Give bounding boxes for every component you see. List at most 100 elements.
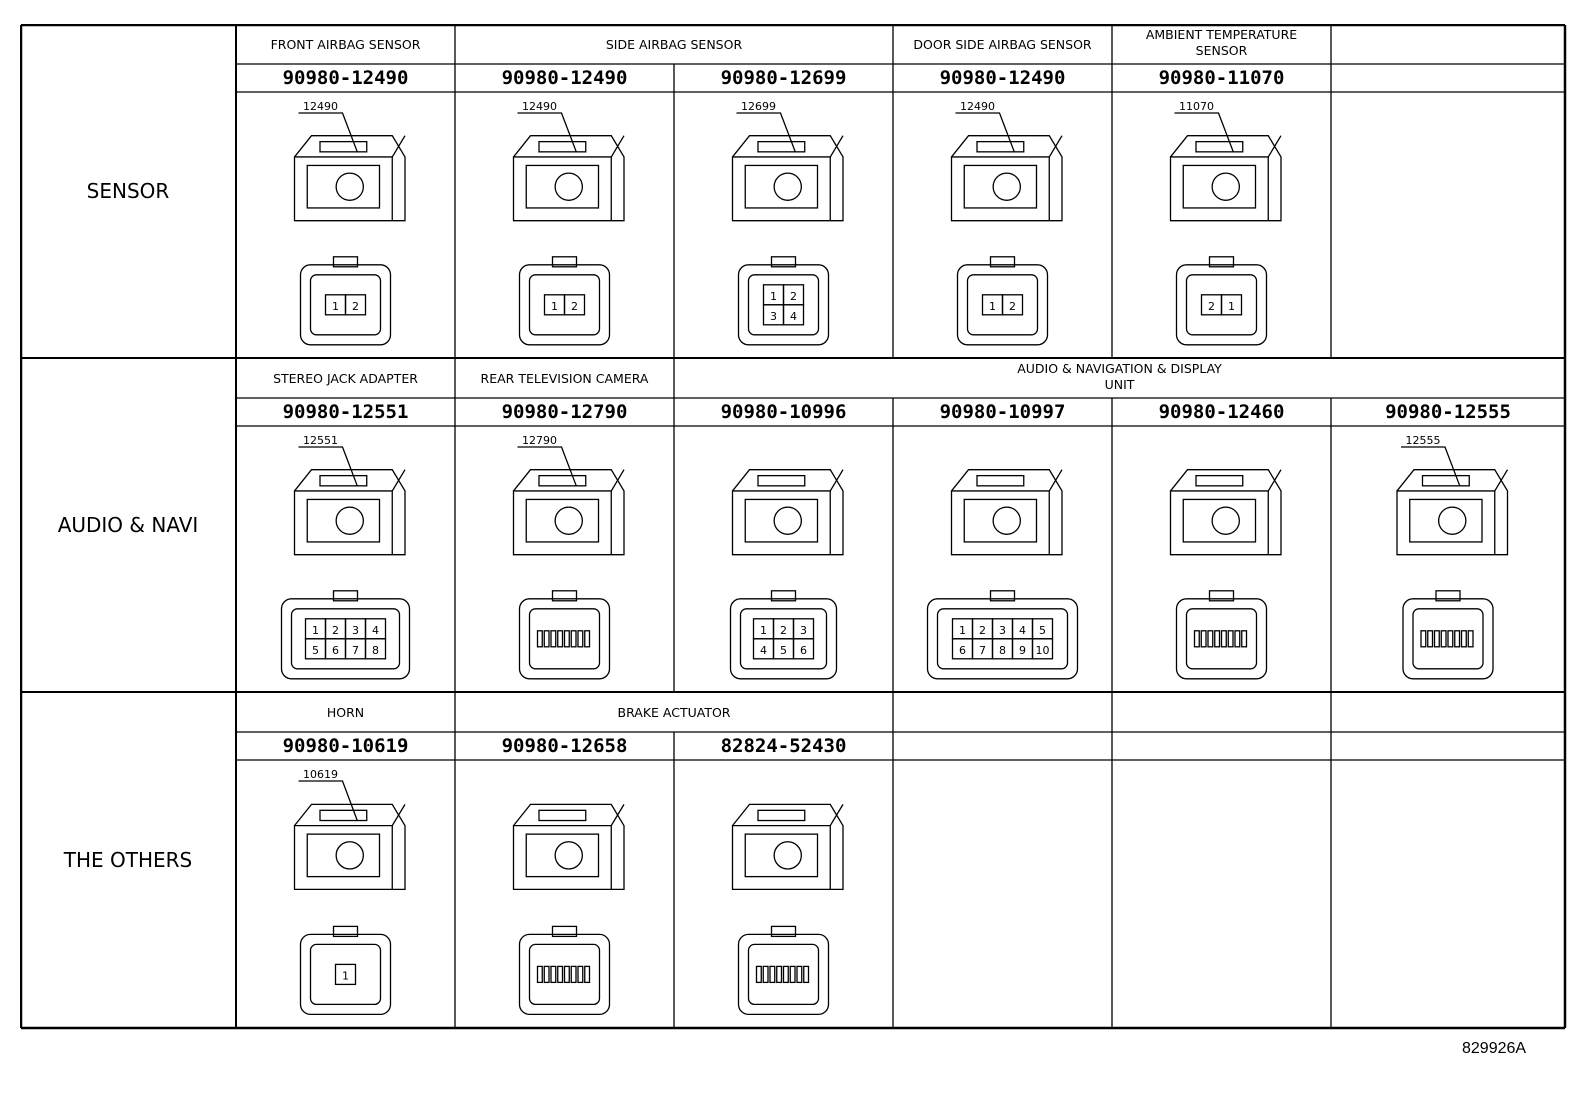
pin-cavity bbox=[550, 630, 557, 648]
pin-number: 3 bbox=[352, 624, 359, 637]
section-header: FRONT AIRBAG SENSOR bbox=[271, 37, 421, 52]
connector-outline bbox=[512, 469, 625, 556]
pin-cavity bbox=[577, 965, 584, 984]
connector-front-outline bbox=[956, 264, 1049, 346]
leader-line bbox=[1174, 112, 1235, 153]
pin-number: 1 bbox=[1228, 300, 1235, 313]
connector-front-inner bbox=[747, 274, 820, 336]
pin-cavity bbox=[1193, 630, 1200, 648]
part-number: 90980-10619 bbox=[283, 735, 409, 757]
pin-number: 2 bbox=[1009, 300, 1016, 313]
pin-cavity bbox=[1440, 630, 1447, 648]
connector-face bbox=[306, 164, 381, 209]
pin-cavity bbox=[1200, 630, 1207, 648]
connector-outline bbox=[950, 135, 1063, 222]
connector-outline bbox=[731, 803, 844, 891]
pin-number: 3 bbox=[800, 624, 807, 637]
pin-number: 1 bbox=[342, 969, 349, 982]
pin-cavity bbox=[1467, 630, 1474, 648]
pin-number: 7 bbox=[352, 644, 359, 657]
connector-latch bbox=[757, 809, 806, 822]
leader-line bbox=[517, 112, 578, 153]
connector-face bbox=[1182, 498, 1257, 543]
part-number: 82824-52430 bbox=[721, 735, 847, 757]
connector-front-inner bbox=[747, 943, 820, 1006]
connector-latch bbox=[976, 140, 1025, 153]
connector-outline bbox=[293, 469, 406, 556]
connector-outline bbox=[293, 135, 406, 222]
pin-cavity bbox=[1427, 630, 1434, 648]
pin-number: 3 bbox=[999, 624, 1006, 637]
connector-face bbox=[963, 498, 1038, 543]
pin-number: 10 bbox=[1036, 644, 1050, 657]
connector-lock bbox=[551, 256, 578, 268]
connector-latch bbox=[1195, 474, 1244, 487]
connector-latch bbox=[976, 474, 1025, 487]
connector-latch bbox=[319, 474, 368, 487]
connector-cavity bbox=[1438, 506, 1467, 535]
pin-cavity bbox=[1460, 630, 1467, 648]
connector-front-outline bbox=[1175, 598, 1268, 680]
section-header: AMBIENT TEMPERATURE bbox=[1146, 27, 1297, 42]
pin-cell bbox=[364, 638, 387, 660]
pin-cavity bbox=[557, 630, 564, 648]
pin-number: 1 bbox=[959, 624, 966, 637]
part-cell: 82824-52430 bbox=[721, 735, 847, 1016]
pin-number: 1 bbox=[989, 300, 996, 313]
connector-front-outline bbox=[1175, 264, 1268, 346]
connector-lock bbox=[989, 590, 1016, 602]
pin-cell bbox=[1031, 638, 1054, 660]
pin-cavity bbox=[796, 965, 803, 984]
pin-cavity bbox=[563, 630, 570, 648]
connector-latch bbox=[757, 474, 806, 487]
connector-front-inner bbox=[1185, 608, 1258, 670]
pin-number: 4 bbox=[760, 644, 767, 657]
table-grid bbox=[20, 24, 1567, 1030]
connector-front-inner bbox=[528, 274, 601, 336]
connector-lock bbox=[770, 925, 797, 938]
pin-cell bbox=[792, 638, 815, 660]
part-label: 12490 bbox=[522, 100, 557, 113]
connector-front-inner bbox=[1412, 608, 1484, 670]
connector-lock bbox=[1208, 590, 1235, 602]
part-number: 90980-11070 bbox=[1159, 67, 1285, 89]
connector-cavity bbox=[554, 172, 584, 201]
connector-latch bbox=[538, 140, 587, 153]
pin-cavity bbox=[570, 965, 577, 984]
connector-cavity bbox=[335, 506, 364, 535]
part-label: 12555 bbox=[1406, 434, 1441, 447]
pin-cavity bbox=[1241, 630, 1248, 648]
pin-number: 1 bbox=[770, 290, 777, 303]
connector-front-inner bbox=[309, 943, 382, 1006]
part-number: 90980-12790 bbox=[502, 401, 628, 423]
connector-face bbox=[744, 498, 819, 543]
pin-cavity bbox=[789, 965, 796, 984]
connector-front-inner bbox=[309, 274, 382, 336]
connector-lock bbox=[551, 925, 578, 938]
connector-lock bbox=[332, 256, 359, 268]
section-header: REAR TELEVISION CAMERA bbox=[481, 371, 649, 386]
connector-face bbox=[1409, 498, 1483, 543]
pin-cavity bbox=[776, 965, 783, 984]
connector-face bbox=[744, 164, 819, 209]
connector-latch bbox=[538, 474, 587, 487]
section-header: STEREO JACK ADAPTER bbox=[273, 371, 418, 386]
section-header: HORN bbox=[327, 705, 364, 720]
pin-cell bbox=[1001, 294, 1024, 316]
connector-front-inner bbox=[739, 608, 828, 670]
pin-number: 6 bbox=[332, 644, 339, 657]
pin-number: 9 bbox=[1019, 644, 1026, 657]
pin-cell bbox=[334, 963, 357, 986]
connector-front-inner bbox=[966, 274, 1039, 336]
pin-cavity bbox=[536, 630, 543, 648]
pin-number: 1 bbox=[551, 300, 558, 313]
pin-cavity bbox=[557, 965, 564, 984]
